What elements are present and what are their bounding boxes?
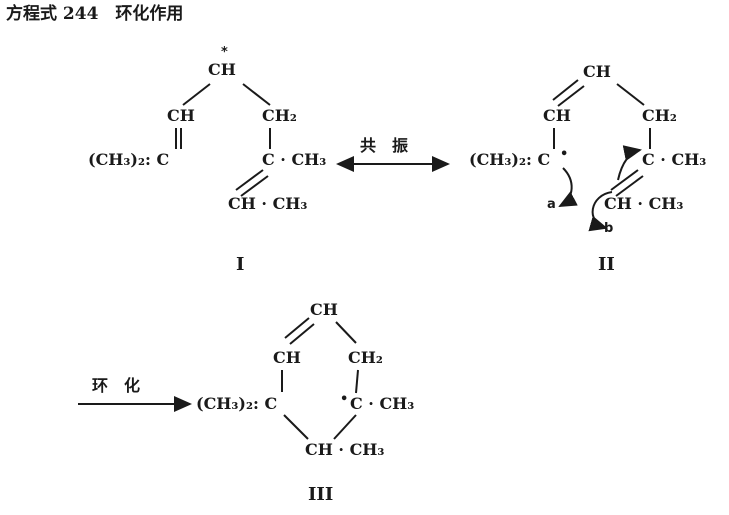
III-ch-top: CH xyxy=(310,300,338,319)
numeral-II: II xyxy=(598,254,615,275)
II-c-left: (CH₃)₂: C xyxy=(469,150,551,169)
I-c-left: (CH₃)₂: C xyxy=(88,150,170,169)
II-ch-left: CH xyxy=(543,106,571,125)
arrow-label-b: b xyxy=(604,221,614,236)
radical-star-I: * xyxy=(221,45,228,60)
I-c-ch3: C · CH₃ xyxy=(262,150,327,169)
II-ch2: CH₂ xyxy=(642,106,677,125)
I-ch-top: CH xyxy=(208,60,236,79)
II-ch-ch3: CH · CH₃ xyxy=(604,194,684,213)
III-c-ch3: C · CH₃ xyxy=(350,394,415,413)
III-c-left: (CH₃)₂: C xyxy=(196,394,278,413)
II-radical-dot: • xyxy=(560,147,569,162)
cyclization-label: 环 化 xyxy=(92,376,141,395)
I-ch-ch3: CH · CH₃ xyxy=(228,194,308,213)
I-ch2: CH₂ xyxy=(262,106,297,125)
resonance-label: 共 振 xyxy=(360,136,409,155)
arrow-label-a: a xyxy=(547,197,556,212)
numeral-III: III xyxy=(308,484,334,505)
structure-I-bonds xyxy=(175,83,271,197)
I-ch-left: CH xyxy=(167,106,195,125)
equation-title: 方程式 244 环化作用 xyxy=(6,4,184,24)
III-ch-left: CH xyxy=(273,348,301,367)
III-ch-bottom: CH · CH₃ xyxy=(305,440,385,459)
II-c-ch3: C · CH₃ xyxy=(642,150,707,169)
structure-III-bonds xyxy=(281,317,359,440)
III-ch2: CH₂ xyxy=(348,348,383,367)
III-radical-dot: • xyxy=(340,392,349,407)
numeral-I: I xyxy=(236,254,245,275)
structure-II-bonds xyxy=(552,79,651,232)
II-ch-top: CH xyxy=(583,62,611,81)
